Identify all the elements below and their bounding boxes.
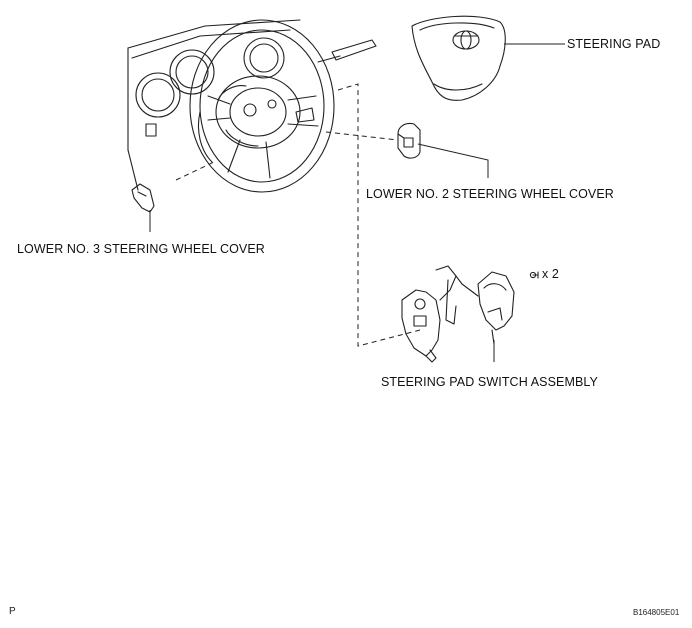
dashboard-illustration xyxy=(127,19,377,191)
switch-assembly-illustration xyxy=(401,265,515,363)
toyota-logo-icon xyxy=(452,30,480,50)
page-mark: P xyxy=(9,606,16,617)
label-lower-no3-cover: LOWER NO. 3 STEERING WHEEL COVER xyxy=(17,242,265,256)
label-screw-quantity: x 2 xyxy=(542,267,559,281)
steering-wheel-illustration xyxy=(189,19,335,193)
lower-no2-cover-illustration xyxy=(397,122,421,159)
screw-icon xyxy=(529,271,539,279)
lower-no3-cover-illustration xyxy=(131,183,155,213)
label-steering-pad: STEERING PAD xyxy=(567,37,661,51)
dashed-leaders xyxy=(175,83,421,347)
steering-pad-illustration xyxy=(411,15,506,101)
figure-id: B164805E01 xyxy=(633,608,680,617)
label-lower-no2-cover: LOWER NO. 2 STEERING WHEEL COVER xyxy=(366,187,614,201)
label-switch-assembly: STEERING PAD SWITCH ASSEMBLY xyxy=(381,375,598,389)
solid-leaders xyxy=(149,43,565,362)
